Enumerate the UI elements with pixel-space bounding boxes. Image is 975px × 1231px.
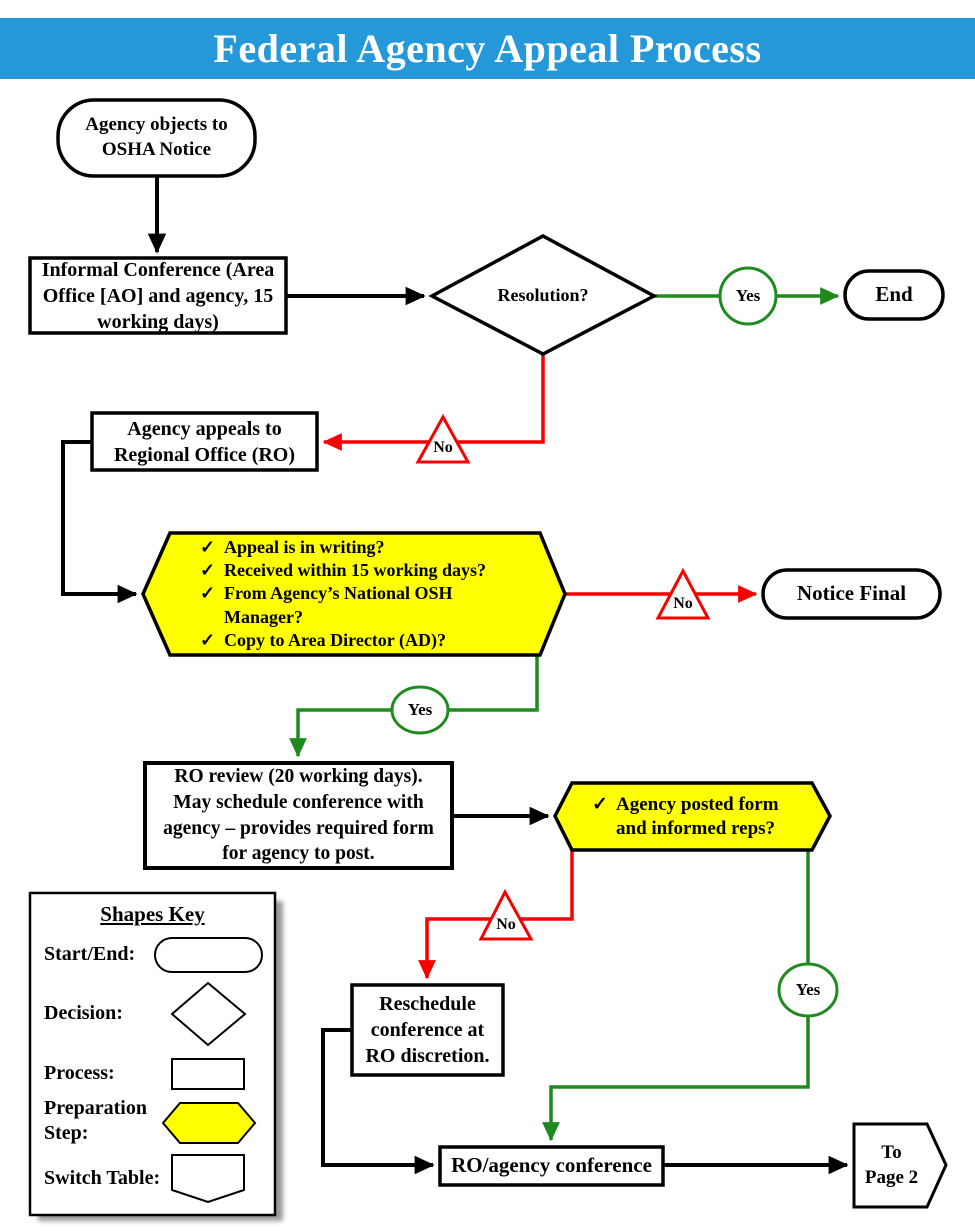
checklist-item: ✓ From Agency’s National OSH Manager? — [200, 582, 512, 628]
legend-label-switchtable: Switch Table: — [44, 1167, 161, 1189]
no-triangle-1 — [415, 413, 471, 464]
conference-shape — [438, 1145, 665, 1187]
edge-prep1-yes-b — [289, 708, 392, 758]
no-triangle-3 — [478, 888, 534, 941]
conference-label: RO/agency conference — [451, 1153, 652, 1178]
end-node-label: End — [875, 282, 913, 307]
resolution-decision-shape — [428, 234, 658, 356]
edge-prep2-yes-b — [542, 1016, 810, 1142]
notice-final-shape — [761, 568, 942, 620]
checkmark-icon: ✓ — [200, 629, 216, 650]
checkmark-icon: ✓ — [592, 793, 608, 815]
checklist-item: ✓ Agency posted form and informed reps? — [592, 793, 797, 842]
checkmark-icon: ✓ — [200, 560, 216, 581]
checkmark-icon: ✓ — [200, 537, 216, 558]
edge-label-yes-3: Yes — [795, 980, 821, 999]
prep2-checklist: ✓ Agency posted form and informed reps? — [592, 788, 797, 846]
page-title: Federal Agency Appeal Process — [213, 26, 762, 71]
checklist-item: ✓ Appeal is in writing? — [200, 536, 512, 559]
no-triangle-2 — [655, 567, 711, 620]
checklist-item-text: Appeal is in writing? — [224, 537, 385, 558]
legend-decision-shape — [170, 981, 247, 1047]
checklist-item-text: Received within 15 working days? — [224, 560, 487, 581]
edge-prep1-yes-a — [448, 655, 539, 712]
edge-label-no-3: No — [496, 916, 516, 933]
edge-label-yes-1: Yes — [735, 286, 761, 305]
notice-final-label: Notice Final — [796, 581, 907, 606]
legend-label-decision: Decision: — [44, 1002, 123, 1024]
prep2-hexagon — [553, 781, 832, 852]
appeal-ro-shape — [90, 411, 319, 472]
to-page2-shape — [852, 1122, 948, 1209]
prep1-checklist: ✓ Appeal is in writing? ✓ Received withi… — [200, 536, 512, 652]
end-node-shape — [843, 269, 945, 321]
resolution-label: Resolution? — [497, 285, 589, 306]
title-banner: Federal Agency Appeal Process — [0, 18, 975, 79]
checklist-item: ✓ Copy to Area Director (AD)? — [200, 629, 512, 652]
prep1-hexagon — [141, 531, 567, 657]
legend-preparation-shape — [161, 1102, 257, 1144]
informal-conference-shape — [28, 256, 288, 335]
edge-resolution-no — [322, 354, 545, 451]
appeal-ro-label: Agency appeals to Regional Office (RO) — [113, 417, 296, 466]
yes-circle-3 — [777, 962, 839, 1018]
legend-process-shape — [171, 1058, 245, 1090]
reschedule-shape — [350, 983, 505, 1077]
checklist-item: ✓ Received within 15 working days? — [200, 559, 512, 582]
legend-label-preparation: Preparation Step: — [44, 1097, 147, 1144]
edge-label-no-1: No — [433, 439, 453, 456]
start-node-label: Agency objects to OSHA Notice — [85, 114, 228, 160]
checkmark-icon: ✓ — [200, 583, 216, 604]
legend-label-startend: Start/End: — [44, 943, 136, 965]
edge-label-no-2: No — [673, 595, 693, 612]
legend-title: Shapes Key — [100, 902, 205, 926]
checklist-item-text: Copy to Area Director (AD)? — [224, 629, 446, 650]
legend-startend-shape — [154, 937, 263, 973]
reschedule-label: Reschedule conference at RO discretion. — [365, 993, 490, 1067]
yes-circle-1 — [718, 266, 778, 326]
yes-circle-2 — [390, 685, 450, 735]
ro-review-shape — [143, 761, 454, 870]
arrow-appeal-to-prep1 — [61, 440, 138, 604]
edge-label-yes-2: Yes — [407, 700, 433, 719]
checklist-item-text: Agency posted form and informed reps? — [616, 793, 779, 839]
start-node-shape — [56, 98, 257, 178]
checklist-item-text: From Agency’s National OSH Manager? — [224, 583, 453, 627]
legend-label-process: Process: — [44, 1062, 115, 1084]
ro-review-label: RO review (20 working days). May schedul… — [163, 766, 434, 865]
arrow-reschedule-to-conference — [321, 1028, 435, 1175]
to-page2-label: To Page 2 — [864, 1141, 919, 1188]
informal-conference-label: Informal Conference (Area Office [AO] an… — [41, 258, 275, 333]
legend-switchtable-shape — [171, 1154, 245, 1204]
